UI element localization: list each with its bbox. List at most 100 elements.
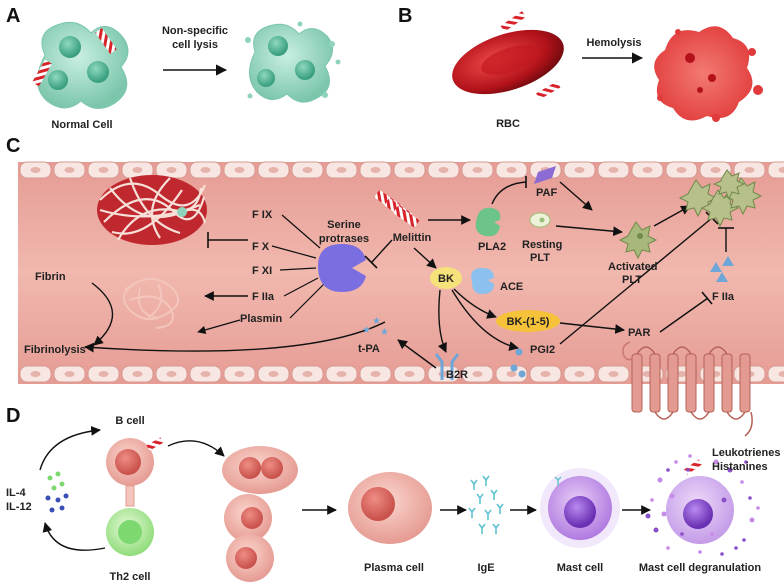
endothelial-nucleus (506, 167, 517, 173)
endothelial-nucleus (744, 167, 755, 173)
b-cell-icon (106, 437, 164, 486)
endothelial-nucleus (472, 371, 483, 377)
endothelial-nucleus (336, 167, 347, 173)
melittin-peptide-icon (500, 11, 526, 32)
endothelial-nucleus (404, 167, 415, 173)
granule (713, 459, 719, 465)
melittin-icon (374, 189, 420, 228)
par-loop (708, 346, 728, 355)
melittin-label: Melittin (393, 232, 432, 244)
paf-icon (534, 166, 556, 184)
svg-text:★: ★ (380, 327, 389, 338)
par-tail (622, 341, 635, 361)
par-loop (636, 346, 656, 355)
endothelial-nucleus (234, 371, 245, 377)
paf-to-activated-arrow (559, 181, 593, 211)
granule (748, 496, 752, 500)
th2-cell-label: Th2 cell (110, 571, 151, 583)
granule (666, 468, 670, 472)
pgi2-inhibit-line (559, 217, 713, 345)
bk-ellipse (430, 267, 462, 289)
lysis-label-line2: cell lysis (172, 39, 218, 51)
endothelial-nucleus (438, 167, 449, 173)
rbc-cell (452, 11, 564, 100)
bk-label: BK (438, 273, 454, 285)
inhibit-bar (364, 255, 378, 269)
bk15-label: BK-(1-5) (507, 316, 550, 328)
panel-c: C F IX (6, 135, 784, 437)
bk15-ellipse (496, 310, 560, 332)
melittin-peptide-icon (32, 59, 52, 87)
par-helix (739, 353, 751, 413)
bk15-to-par-arrow (559, 322, 625, 334)
endothelial-nucleus (302, 371, 313, 377)
granule (657, 477, 663, 483)
bcell-proliferation-arrow (167, 440, 225, 457)
endothelial-nucleus (710, 167, 721, 173)
par-receptor-icon (631, 346, 753, 437)
par-helix (649, 353, 661, 413)
platelet-aggregate-icon (678, 169, 763, 228)
endothelial-nucleus (64, 371, 75, 377)
serine-label-line2: protrases (319, 233, 369, 245)
factor-f-ix: F IX (252, 209, 273, 221)
b2r-label: B2R (446, 369, 468, 381)
resting-plt-line1: Resting (522, 239, 562, 251)
fibrin-label: Fibrin (35, 271, 66, 283)
mast-cell-label: Mast cell (557, 562, 603, 574)
endothelial-nucleus (98, 371, 109, 377)
endothelial-nucleus (778, 371, 784, 377)
granule (698, 550, 702, 554)
par-loop (672, 346, 692, 355)
mast-degranulation-label: Mast cell degranulation (639, 562, 762, 574)
fibrin-clot-icon (97, 175, 207, 245)
activated-plt-line1: Activated (608, 261, 658, 273)
par-inhibit-line (659, 297, 709, 333)
granule (744, 460, 748, 464)
plasmin-arrow (197, 319, 241, 334)
factor-f-iia: F IIa (252, 291, 275, 303)
panel-b: B RBC Hemolysis (398, 5, 763, 130)
endothelial-nucleus (370, 167, 381, 173)
il4-label: IL-4 (6, 487, 26, 499)
serine-label-line1: Serine (327, 219, 361, 231)
granule (710, 532, 714, 536)
pgi2-dots-icon (510, 348, 526, 378)
resting-to-activated-arrow (555, 225, 623, 237)
melittin-to-bk-arrow (413, 247, 437, 269)
lysis-label-line1: Non-specific (162, 25, 228, 37)
b2r-receptor-icon (434, 353, 460, 380)
melittin-inhibit-line (371, 239, 393, 263)
bk-to-bk15-arrow (453, 288, 497, 319)
tpa-label: t-PA (358, 343, 380, 355)
plasma-cell-icon (348, 472, 432, 544)
endothelial-nucleus (472, 167, 483, 173)
resting-plt-line2: PLT (530, 252, 550, 264)
endothelial-nucleus (268, 371, 279, 377)
endothelial-nucleus (166, 167, 177, 173)
mast-cell-icon (540, 468, 620, 548)
endothelial-nucleus (540, 371, 551, 377)
par-helix (631, 353, 643, 413)
par-loop (726, 411, 746, 420)
cytokine-to-bcell-arrow (39, 426, 101, 471)
par-helix (703, 353, 715, 413)
granule (721, 497, 727, 503)
f2a-triangles-icon (710, 256, 734, 282)
par-label: PAR (628, 327, 650, 339)
b-cell-label: B cell (115, 415, 144, 427)
granule (650, 498, 654, 502)
endothelial-nucleus (676, 167, 687, 173)
activated-plt-icon (618, 221, 658, 260)
melittin-peptide-icon (95, 28, 117, 54)
endothelial-nucleus (574, 167, 585, 173)
endothelial-nucleus (608, 167, 619, 173)
activated-plt-line2: PLT (622, 274, 642, 286)
endothelial-nucleus (98, 167, 109, 173)
endothelial-nucleus (200, 371, 211, 377)
fibrin-mesh-icon (123, 278, 179, 329)
factor-f-xi: F XI (252, 265, 272, 277)
normal-cell-label: Normal Cell (51, 119, 112, 131)
granule (727, 467, 733, 473)
par-helix (667, 353, 679, 413)
